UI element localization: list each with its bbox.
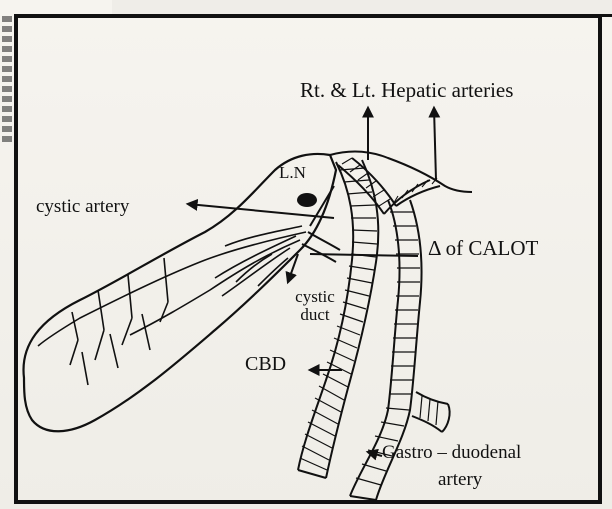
lymph-node-label: L.N — [279, 164, 306, 181]
cystic-artery-main — [310, 186, 334, 226]
cystic-duct-label: cystic duct — [275, 288, 355, 324]
triangle-of-calot-label: Δ of CALOT — [428, 238, 538, 259]
cbd-label: CBD — [245, 354, 286, 374]
lymph-node — [297, 193, 317, 207]
arrow-left-hepatic — [434, 108, 436, 180]
gastroduodenal-artery-label: artery — [438, 470, 482, 489]
hepatic-arteries-label: Rt. & Lt. Hepatic arteries — [300, 80, 513, 101]
cystic-duct — [302, 232, 340, 262]
gastroduodenal-label: Gastro – duodenal — [382, 443, 521, 462]
cystic-artery-label: cystic artery — [36, 197, 129, 216]
gastroduodenal-artery-shape — [412, 392, 450, 432]
cystic-duct-label-line2: duct — [275, 306, 355, 324]
cystic-duct-label-line1: cystic — [275, 288, 355, 306]
arrow-cystic-artery — [188, 204, 334, 218]
